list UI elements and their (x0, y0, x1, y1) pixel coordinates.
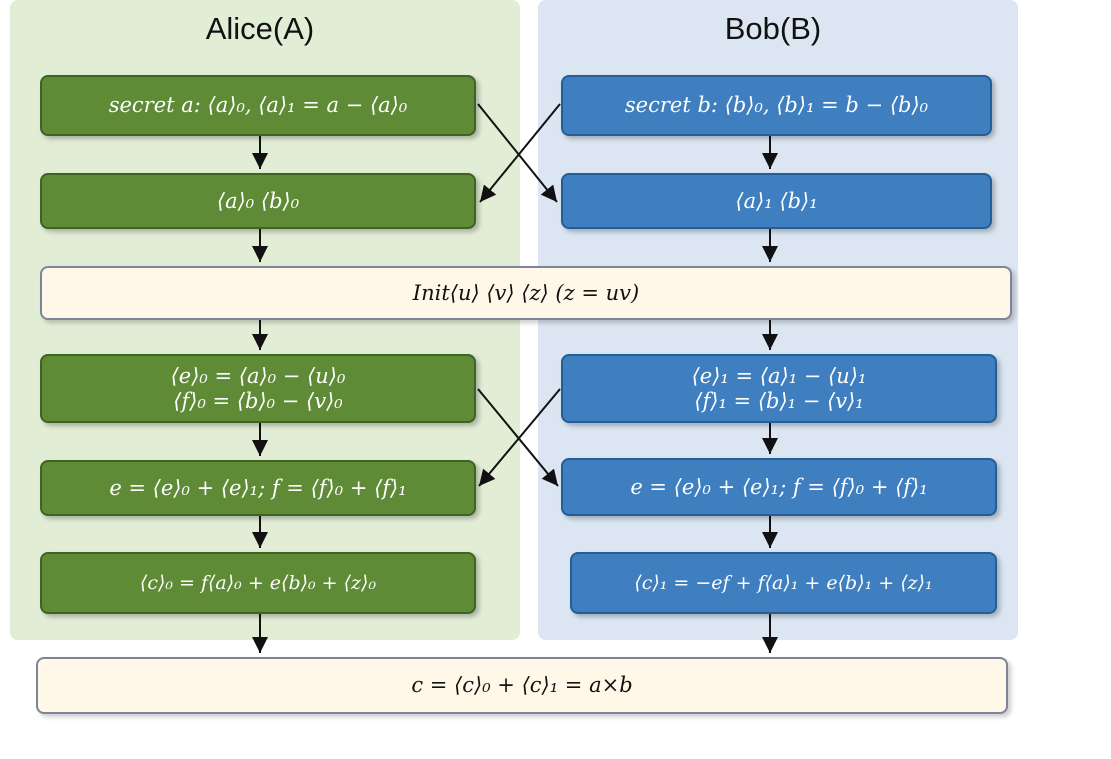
init-box: Init⟨u⟩ ⟨v⟩ ⟨z⟩ (z = uv) (40, 266, 1012, 320)
bob-f-share-line: ⟨f⟩₁ = ⟨b⟩₁ − ⟨v⟩₁ (694, 388, 864, 413)
alice-masked-values-box: ⟨e⟩₀ = ⟨a⟩₀ − ⟨u⟩₀ ⟨f⟩₀ = ⟨b⟩₀ − ⟨v⟩₀ (40, 354, 476, 423)
bob-secret-box: secret b: ⟨b⟩₀, ⟨b⟩₁ = b − ⟨b⟩₀ (561, 75, 992, 136)
alice-secret-box: secret a: ⟨a⟩₀, ⟨a⟩₁ = a − ⟨a⟩₀ (40, 75, 476, 136)
alice-result-box: ⟨c⟩₀ = f⟨a⟩₀ + e⟨b⟩₀ + ⟨z⟩₀ (40, 552, 476, 614)
bob-shares-box: ⟨a⟩₁ ⟨b⟩₁ (561, 173, 992, 229)
alice-e-share-line: ⟨e⟩₀ = ⟨a⟩₀ − ⟨u⟩₀ (170, 363, 346, 388)
alice-f-share-line: ⟨f⟩₀ = ⟨b⟩₀ − ⟨v⟩₀ (173, 388, 343, 413)
final-result-box: c = ⟨c⟩₀ + ⟨c⟩₁ = a×b (36, 657, 1008, 714)
bob-reveal-box: e = ⟨e⟩₀ + ⟨e⟩₁; f = ⟨f⟩₀ + ⟨f⟩₁ (561, 458, 997, 516)
alice-title: Alice(A) (205, 11, 315, 46)
bob-masked-values-box: ⟨e⟩₁ = ⟨a⟩₁ − ⟨u⟩₁ ⟨f⟩₁ = ⟨b⟩₁ − ⟨v⟩₁ (561, 354, 997, 423)
alice-reveal-box: e = ⟨e⟩₀ + ⟨e⟩₁; f = ⟨f⟩₀ + ⟨f⟩₁ (40, 460, 476, 516)
alice-shares-box: ⟨a⟩₀ ⟨b⟩₀ (40, 173, 476, 229)
bob-title: Bob(B) (724, 11, 822, 46)
bob-result-box: ⟨c⟩₁ = −ef + f⟨a⟩₁ + e⟨b⟩₁ + ⟨z⟩₁ (570, 552, 997, 614)
bob-e-share-line: ⟨e⟩₁ = ⟨a⟩₁ − ⟨u⟩₁ (691, 363, 867, 388)
